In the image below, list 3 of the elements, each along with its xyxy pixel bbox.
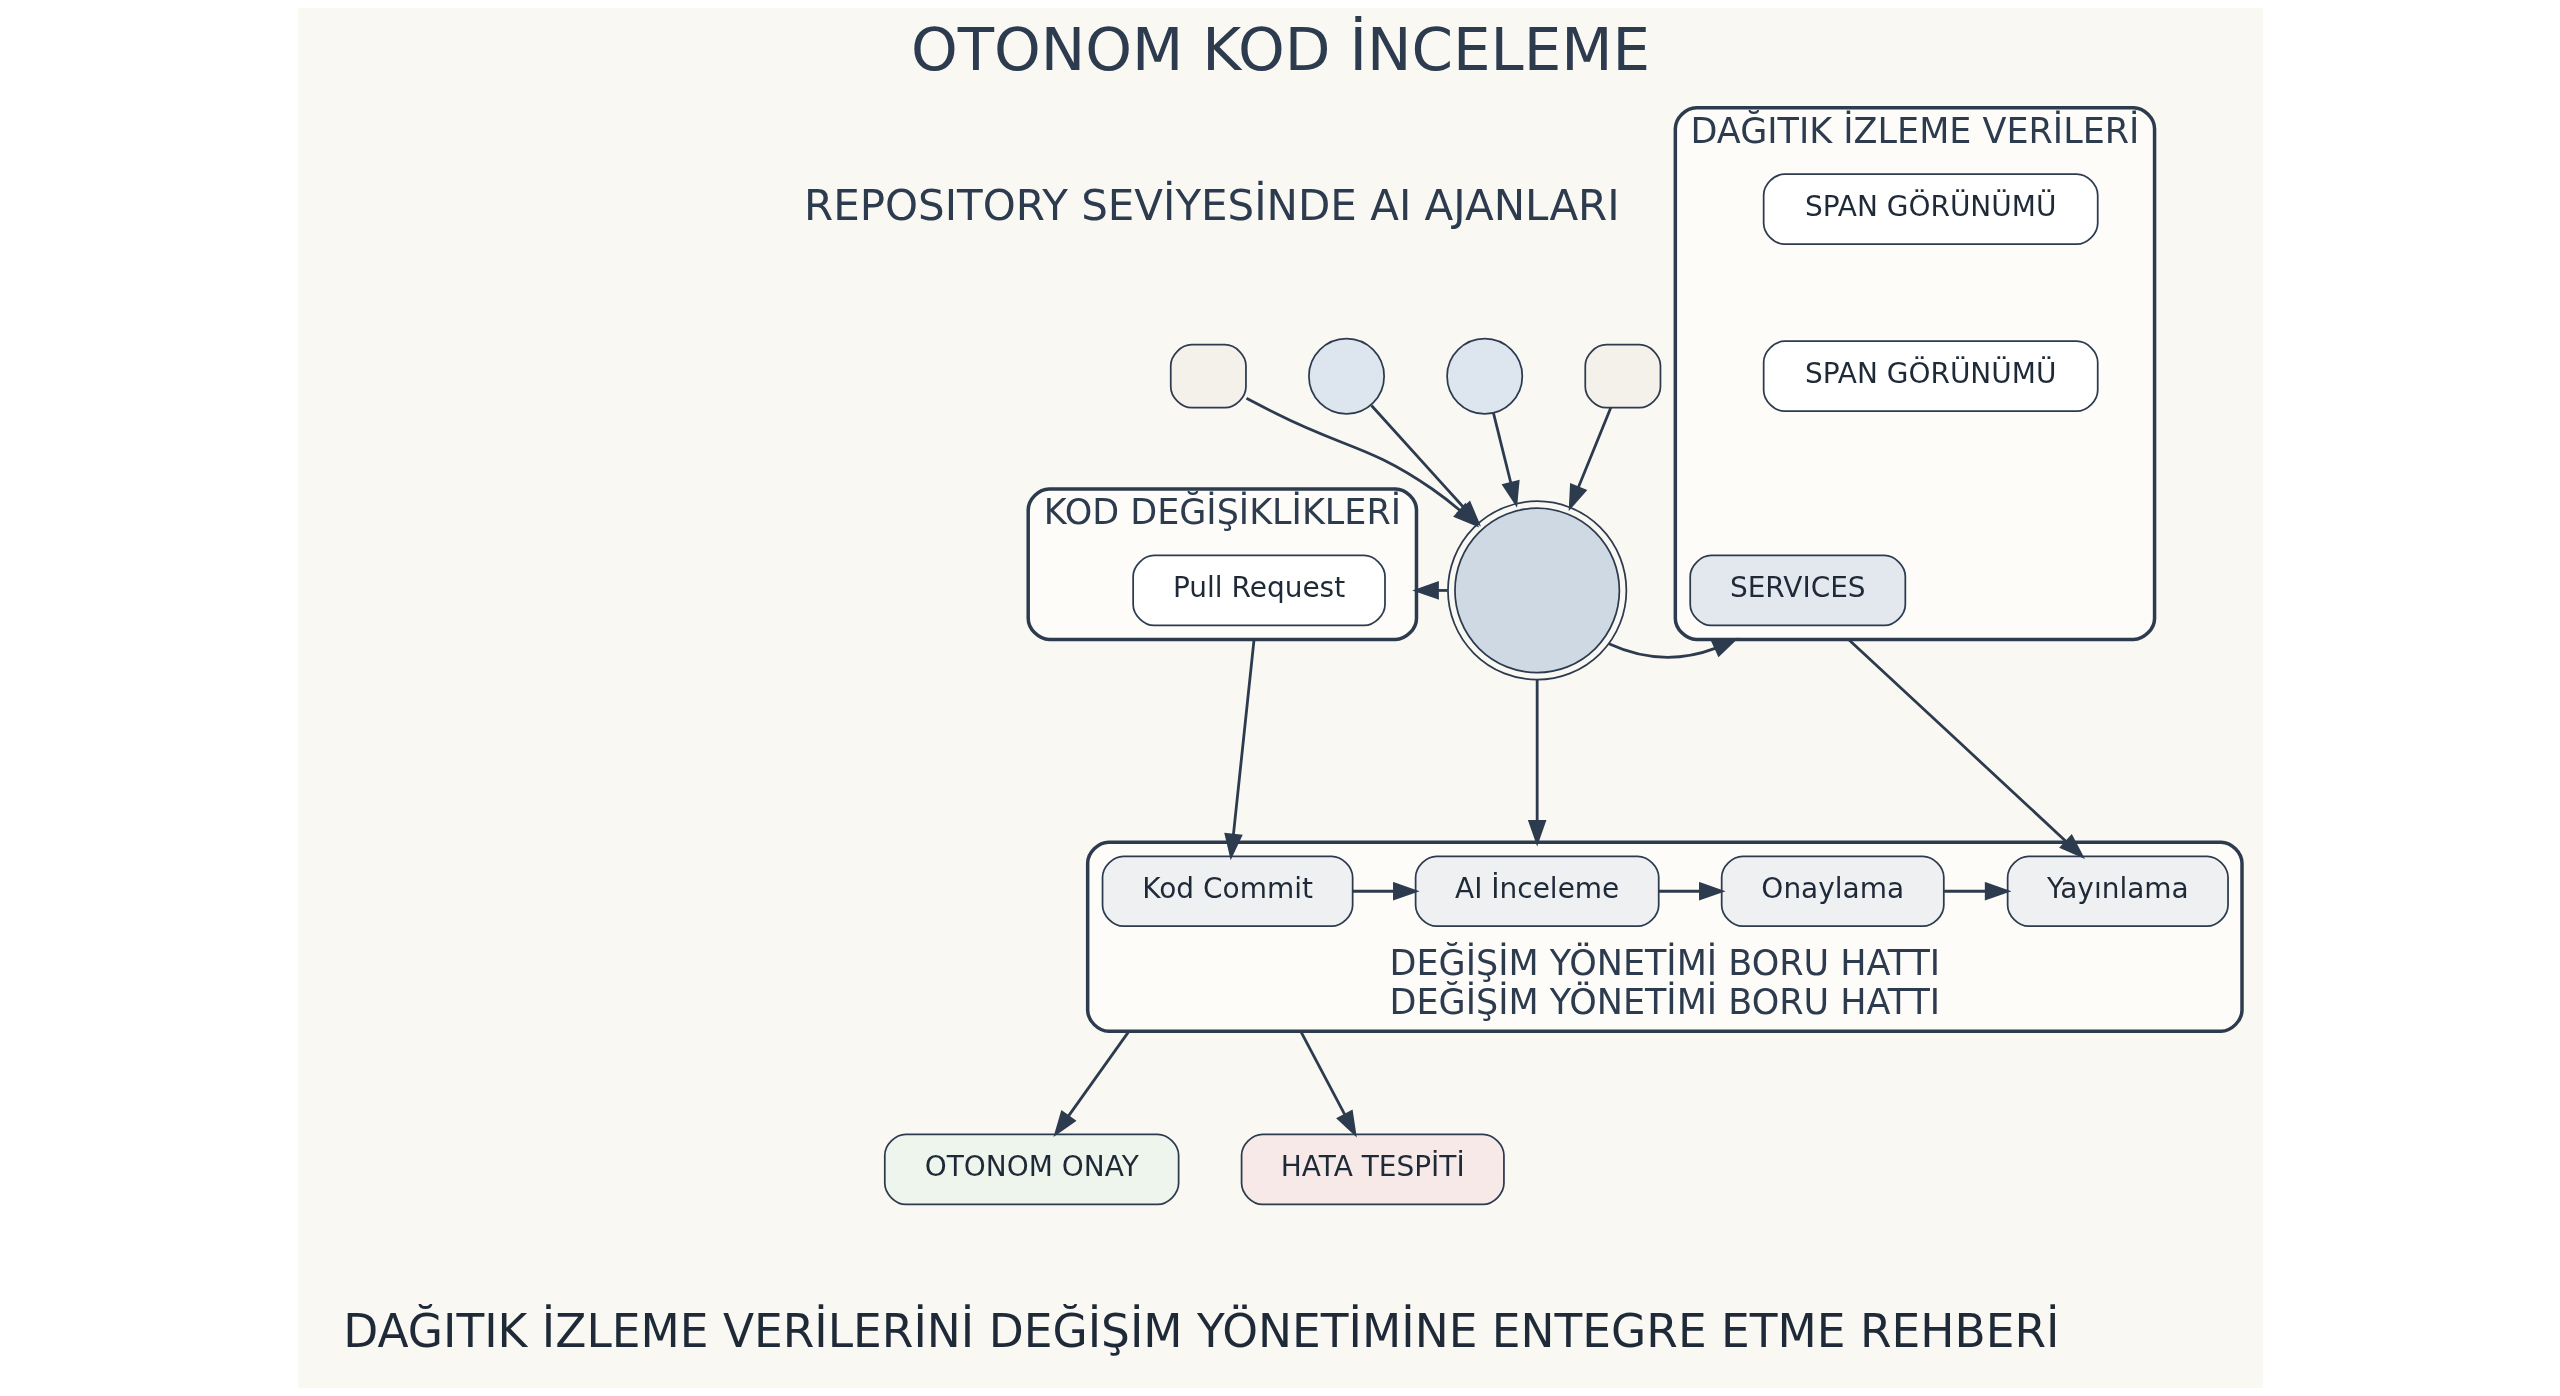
diagram-title: OTONOM KOD İNCELEME xyxy=(910,14,1650,84)
caption: DAĞITIK İZLEME VERİLERİNİ DEĞİŞİM YÖNETİMİNE ENTEGRE ETME REHBERİ xyxy=(342,1305,2059,1359)
label: REPOSITORY SEVİYESİNDE AI AJANLARI xyxy=(803,181,1620,230)
